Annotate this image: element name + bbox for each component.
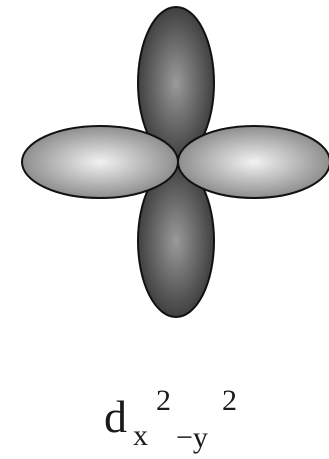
label-sup-x: 2 bbox=[156, 384, 171, 417]
label-sub-x: x bbox=[133, 419, 148, 452]
orbital-label: d 2 x 2 −y bbox=[104, 384, 237, 454]
label-sub-minus-y: −y bbox=[176, 421, 208, 454]
lobe-left bbox=[22, 126, 178, 198]
label-sup-y: 2 bbox=[222, 384, 237, 417]
label-main: d bbox=[104, 391, 127, 442]
lobe-right bbox=[178, 126, 329, 198]
